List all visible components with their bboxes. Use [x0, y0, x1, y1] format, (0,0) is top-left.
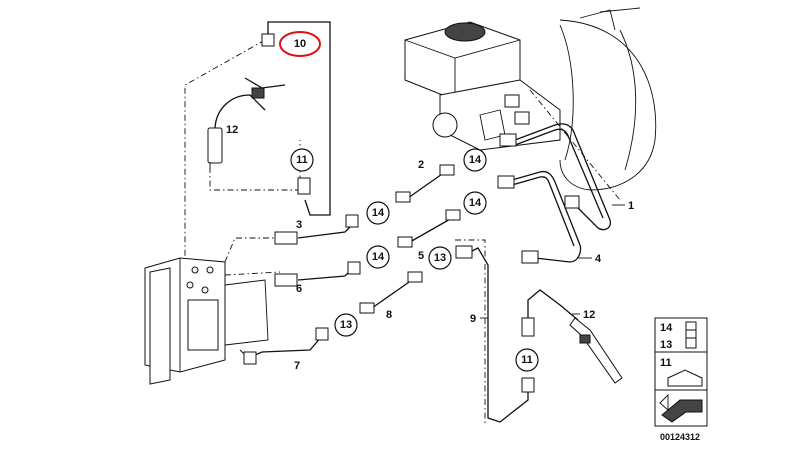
document-number: 00124312	[660, 432, 700, 442]
legend-14: 14	[660, 322, 673, 334]
label-5: 5	[418, 250, 424, 262]
callout-14-c: 14	[469, 154, 482, 166]
label-12-lower: 12	[583, 309, 595, 321]
callout-14-a: 14	[372, 207, 385, 219]
assembly-guide-lines	[184, 39, 621, 425]
label-leaders	[480, 204, 625, 319]
pipe-5	[397, 209, 461, 248]
master-cylinder	[404, 21, 561, 151]
pipe-7	[243, 327, 329, 365]
label-12-upper: 12	[226, 124, 238, 136]
hose-12-lower	[521, 289, 623, 384]
pipe-10	[261, 21, 331, 216]
callout-11-lower: 11	[521, 354, 533, 366]
pipe-1	[499, 123, 611, 231]
brake-booster	[559, 7, 657, 191]
label-6: 6	[296, 283, 302, 295]
pipe-2	[395, 164, 455, 203]
label-3: 3	[296, 219, 302, 231]
legend-11: 11	[660, 357, 672, 369]
pipe-8	[359, 271, 423, 314]
label-1: 1	[628, 200, 634, 212]
hose-12-upper	[207, 77, 286, 170]
parts-legend: 14 13 11	[654, 317, 708, 427]
label-2: 2	[418, 159, 424, 171]
legend-13: 13	[660, 339, 672, 351]
clip-icon	[667, 369, 703, 387]
highlight-ring	[279, 31, 321, 57]
pipe-9	[455, 245, 535, 423]
label-8: 8	[386, 309, 392, 321]
pipe-4	[497, 170, 582, 264]
callout-circles	[279, 31, 539, 372]
callout-13-b: 13	[434, 252, 446, 264]
label-9: 9	[470, 313, 476, 325]
pipe-6	[274, 261, 361, 287]
callout-14-b: 14	[372, 251, 385, 263]
callout-13-a: 13	[340, 319, 352, 331]
label-4: 4	[595, 253, 602, 265]
label-7: 7	[294, 360, 300, 372]
nut-fitting-icon	[685, 321, 697, 349]
abs-hydraulic-unit	[144, 257, 269, 385]
callout-11-upper: 11	[296, 154, 308, 166]
callout-14-d: 14	[469, 197, 482, 209]
pipe-3	[274, 214, 359, 245]
callout-10: 10	[294, 38, 306, 50]
callout-labels: 10 11 14 14 13 14 14 13 11 12 3 6 7 2 5 …	[226, 38, 634, 372]
grommet-icon	[661, 399, 703, 423]
